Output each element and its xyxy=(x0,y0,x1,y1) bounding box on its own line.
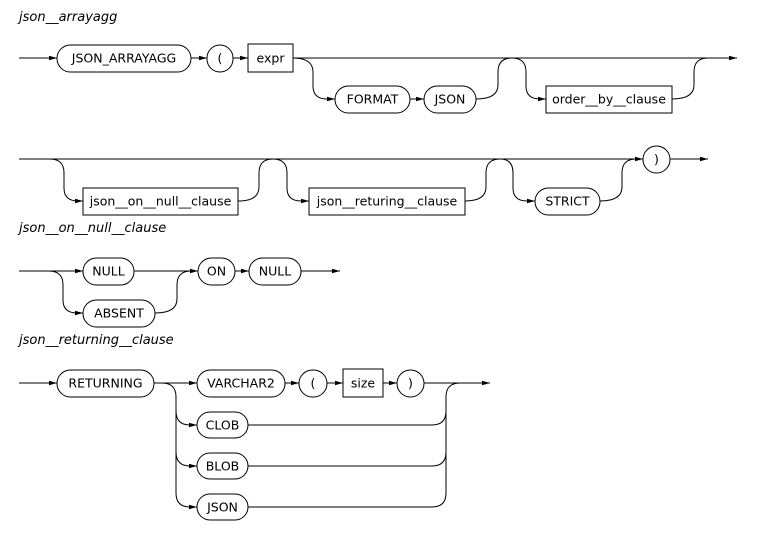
terminal-json-2: JSON xyxy=(196,493,249,521)
return-blob xyxy=(248,451,447,467)
node-label: ( xyxy=(218,51,223,66)
branch-format-json xyxy=(292,57,335,102)
branch-blob xyxy=(175,451,197,469)
node-label: CLOB xyxy=(206,418,240,433)
branch-returing xyxy=(272,158,309,204)
diagram-json-returning-clause: RETURNING VARCHAR2 ( size ) CLOB BLOB J xyxy=(19,368,490,521)
node-label: ) xyxy=(654,152,659,167)
branch-json xyxy=(175,492,197,510)
branch-returing-return xyxy=(464,158,501,202)
terminal-absent: ABSENT xyxy=(82,299,156,328)
node-label: BLOB xyxy=(206,459,240,474)
node-label: ABSENT xyxy=(94,306,144,321)
diagram-title-json-returning-clause: json__returning__clause xyxy=(17,333,174,348)
node-label: JSON xyxy=(434,92,466,107)
node-label: json__on__null__clause xyxy=(89,194,232,209)
node-label: size xyxy=(351,376,376,391)
return-json xyxy=(248,492,447,508)
terminal-varchar2: VARCHAR2 xyxy=(196,369,286,398)
branch-format-json-return xyxy=(475,57,513,100)
branch-on-null xyxy=(49,158,83,204)
terminal-null: NULL xyxy=(82,257,135,286)
nonterminal-json-returing-clause: json__returing__clause xyxy=(308,187,466,216)
terminal-json: JSON xyxy=(423,85,477,114)
terminal-close-paren: ) xyxy=(642,145,671,174)
terminal-format: FORMAT xyxy=(334,85,411,114)
node-label: VARCHAR2 xyxy=(207,376,275,391)
branch-order-by-return xyxy=(671,57,709,100)
terminal-blob: BLOB xyxy=(196,452,249,480)
terminal-null-2: NULL xyxy=(248,257,302,286)
terminal-returning: RETURNING xyxy=(56,369,155,398)
terminal-close-paren-2: ) xyxy=(396,369,425,398)
diagram-json-arrayagg: JSON_ARRAYAGG ( expr FORMAT JSON order__… xyxy=(19,43,737,216)
branch-clob xyxy=(175,410,197,428)
diagram-json-on-null-clause: NULL ABSENT ON NULL xyxy=(19,257,340,328)
node-label: expr xyxy=(257,51,286,66)
node-label: FORMAT xyxy=(347,92,399,107)
branch-absent-return xyxy=(154,270,192,314)
branch-absent xyxy=(48,270,83,316)
terminal-open-paren: ( xyxy=(206,44,234,73)
terminal-json-arrayagg: JSON_ARRAYAGG xyxy=(56,44,192,73)
terminal-open-paren-2: ( xyxy=(298,369,328,398)
branch-strict xyxy=(499,158,535,204)
terminal-strict: STRICT xyxy=(534,187,601,216)
node-label: NULL xyxy=(92,264,124,279)
diagram-title-json-on-null-clause: json__on__null__clause xyxy=(17,221,166,236)
node-label: json__returing__clause xyxy=(316,194,458,209)
terminal-clob: CLOB xyxy=(196,411,249,439)
right-rail xyxy=(445,382,461,493)
branch-order-by xyxy=(511,57,546,102)
terminal-on: ON xyxy=(197,257,236,286)
node-label: ON xyxy=(207,264,226,279)
node-label: JSON_ARRAYAGG xyxy=(71,51,176,66)
nonterminal-size: size xyxy=(342,368,384,398)
nonterminal-order-by-clause: order__by__clause xyxy=(545,85,673,114)
nonterminal-json-on-null-clause: json__on__null__clause xyxy=(82,187,239,216)
node-label: JSON xyxy=(206,500,238,515)
node-label: ( xyxy=(311,376,316,391)
nonterminal-expr: expr xyxy=(247,43,294,73)
left-rail xyxy=(161,382,177,493)
node-label: order__by__clause xyxy=(552,92,666,107)
node-label: RETURNING xyxy=(68,376,142,391)
diagram-title-json-arrayagg: json__arrayagg xyxy=(17,10,117,25)
node-label: ) xyxy=(408,376,413,391)
node-label: NULL xyxy=(259,264,291,279)
return-clob xyxy=(248,410,447,426)
branch-on-null-return xyxy=(237,158,274,202)
branch-strict-return xyxy=(599,158,637,202)
node-label: STRICT xyxy=(545,194,590,209)
